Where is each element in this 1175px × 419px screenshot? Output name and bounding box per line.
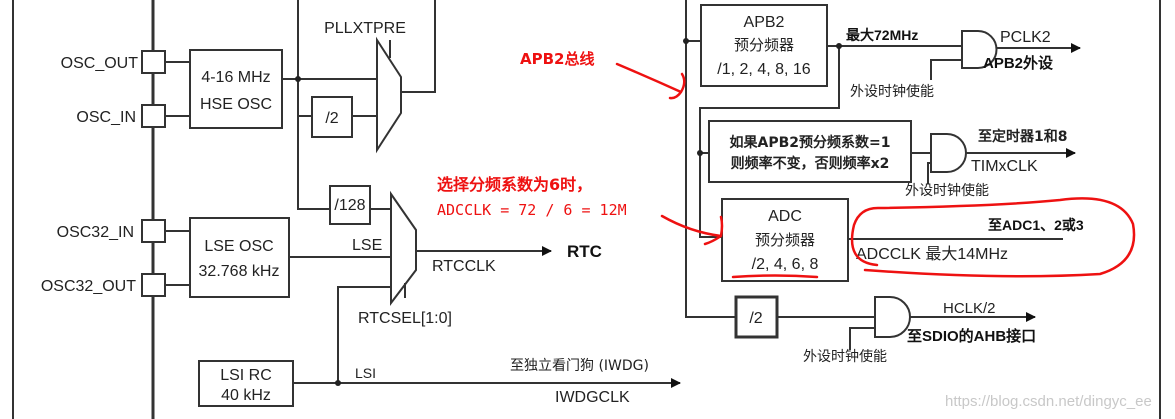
sdio-and-gate (874, 296, 911, 338)
lsi-rc-block: LSI RC 40 kHz (198, 360, 294, 407)
hse-div2-label: /2 (325, 110, 338, 127)
timer-and-gate (930, 133, 967, 173)
lse-name: LSE OSC (204, 238, 273, 255)
pclk2-and-gate (961, 30, 998, 69)
adc-title: ADC (768, 208, 802, 225)
lsi-freq: 40 kHz (221, 387, 271, 404)
adc-annotation-arrow (660, 214, 724, 246)
hse-freq: 4-16 MHz (201, 69, 270, 86)
timxclk-label: TIMxCLK (971, 158, 1038, 175)
timer-rule-line2: 则频率不变，否则频率x2 (731, 155, 890, 172)
sdio-div2-box (734, 295, 779, 339)
iwdgclk-label: IWDGCLK (555, 389, 630, 406)
apb2-subtitle: 预分频器 (734, 36, 794, 54)
pin-wires (165, 61, 190, 286)
div128-box (329, 185, 371, 225)
divisor-underline (731, 274, 819, 279)
apb2-prescaler-block: APB2 预分频器 /1, 2, 4, 8, 16 (700, 4, 828, 87)
divider-note-line2: ADCCLK = 72 / 6 = 12M (437, 201, 627, 219)
junction-dot (683, 38, 689, 44)
junction-dot (295, 76, 301, 82)
apb2-annotation-arrow (615, 62, 686, 100)
lse-osc-block: LSE OSC 32.768 kHz (189, 217, 290, 298)
rtcsel-label: RTCSEL[1:0] (358, 310, 452, 327)
junction-dot (697, 150, 703, 156)
rtcsel-mux (390, 190, 417, 306)
pllxtpre-label: PLLXTPRE (324, 20, 406, 37)
apb2-peripheral-label: APB2外设 (983, 54, 1053, 72)
timer-enable-label: 外设时钟使能 (905, 182, 989, 199)
timer-dest-label: 至定时器1和8 (978, 128, 1067, 145)
pclk2-label: PCLK2 (1000, 29, 1051, 46)
timer-rule-line1: 如果APB2预分频系数=1 (730, 134, 891, 151)
rtc-label: RTC (567, 242, 602, 261)
sdio-enable-wire (849, 327, 875, 350)
apb2-title: APB2 (744, 14, 785, 31)
pin-osc32-in: OSC32_IN (57, 219, 166, 243)
hse-wires (282, 0, 436, 210)
lse-freq: 32.768 kHz (199, 263, 280, 280)
pin-osc32-out: OSC32_OUT (41, 273, 166, 297)
divider-note-line1: 选择分频系数为6时， (437, 175, 592, 194)
adcclk-highlight-ellipse (850, 197, 1136, 278)
junction-dot (836, 43, 842, 49)
apb2-enable-label: 外设时钟使能 (850, 83, 934, 100)
hse-name: HSE OSC (200, 96, 272, 113)
adc-dest-label: 至ADC1、2或3 (988, 217, 1084, 233)
rtc-wires (289, 256, 391, 383)
pin-label: OSC32_OUT (41, 278, 136, 295)
sdio-dest-label: 至SDIO的AHB接口 (907, 327, 1036, 345)
iwdg-label: 至独立看门狗 (IWDG) (510, 358, 649, 374)
lse-signal-label: LSE (352, 237, 382, 254)
adcclk-label: ADCCLK 最大14MHz (856, 245, 1008, 263)
adc-divisors: /2, 4, 6, 8 (752, 256, 819, 273)
pin-osc-in: OSC_IN (76, 104, 166, 128)
hse-osc-block: 4-16 MHz HSE OSC (189, 49, 283, 129)
sdio-enable-label: 外设时钟使能 (803, 348, 887, 365)
hclk2-label: HCLK/2 (943, 300, 996, 317)
sdio-div2-label: /2 (749, 310, 762, 327)
adc-prescaler-block: ADC 预分频器 /2, 4, 6, 8 (721, 198, 849, 282)
pllxtpre-mux (376, 36, 402, 154)
pclk2-enable-wire (930, 59, 962, 80)
pin-label: OSC_IN (76, 109, 136, 126)
timer-multiplier-block: 如果APB2预分频系数=1 则频率不变，否则频率x2 (708, 120, 912, 183)
apb2-bus-annotation: APB2总线 (520, 50, 594, 68)
pin-label: OSC_OUT (61, 55, 139, 72)
timer-enable-wire (927, 162, 931, 184)
junction-dot (335, 380, 341, 386)
apb2-bus-wires (685, 0, 1063, 318)
apb2-divisors: /1, 2, 4, 8, 16 (717, 61, 811, 78)
watermark: https://blog.csdn.net/dingyc_ee (945, 393, 1152, 410)
pin-label: OSC32_IN (57, 224, 134, 241)
apb2-max-label: 最大72MHz (846, 27, 918, 43)
hse-div2-box (311, 96, 353, 138)
adc-subtitle: 预分频器 (755, 231, 815, 249)
lsi-signal-label: LSI (355, 365, 376, 381)
lsi-name: LSI RC (220, 367, 272, 384)
rtcclk-label: RTCCLK (432, 258, 496, 275)
div128-label: /128 (334, 197, 365, 214)
pin-osc-out: OSC_OUT (61, 50, 166, 74)
